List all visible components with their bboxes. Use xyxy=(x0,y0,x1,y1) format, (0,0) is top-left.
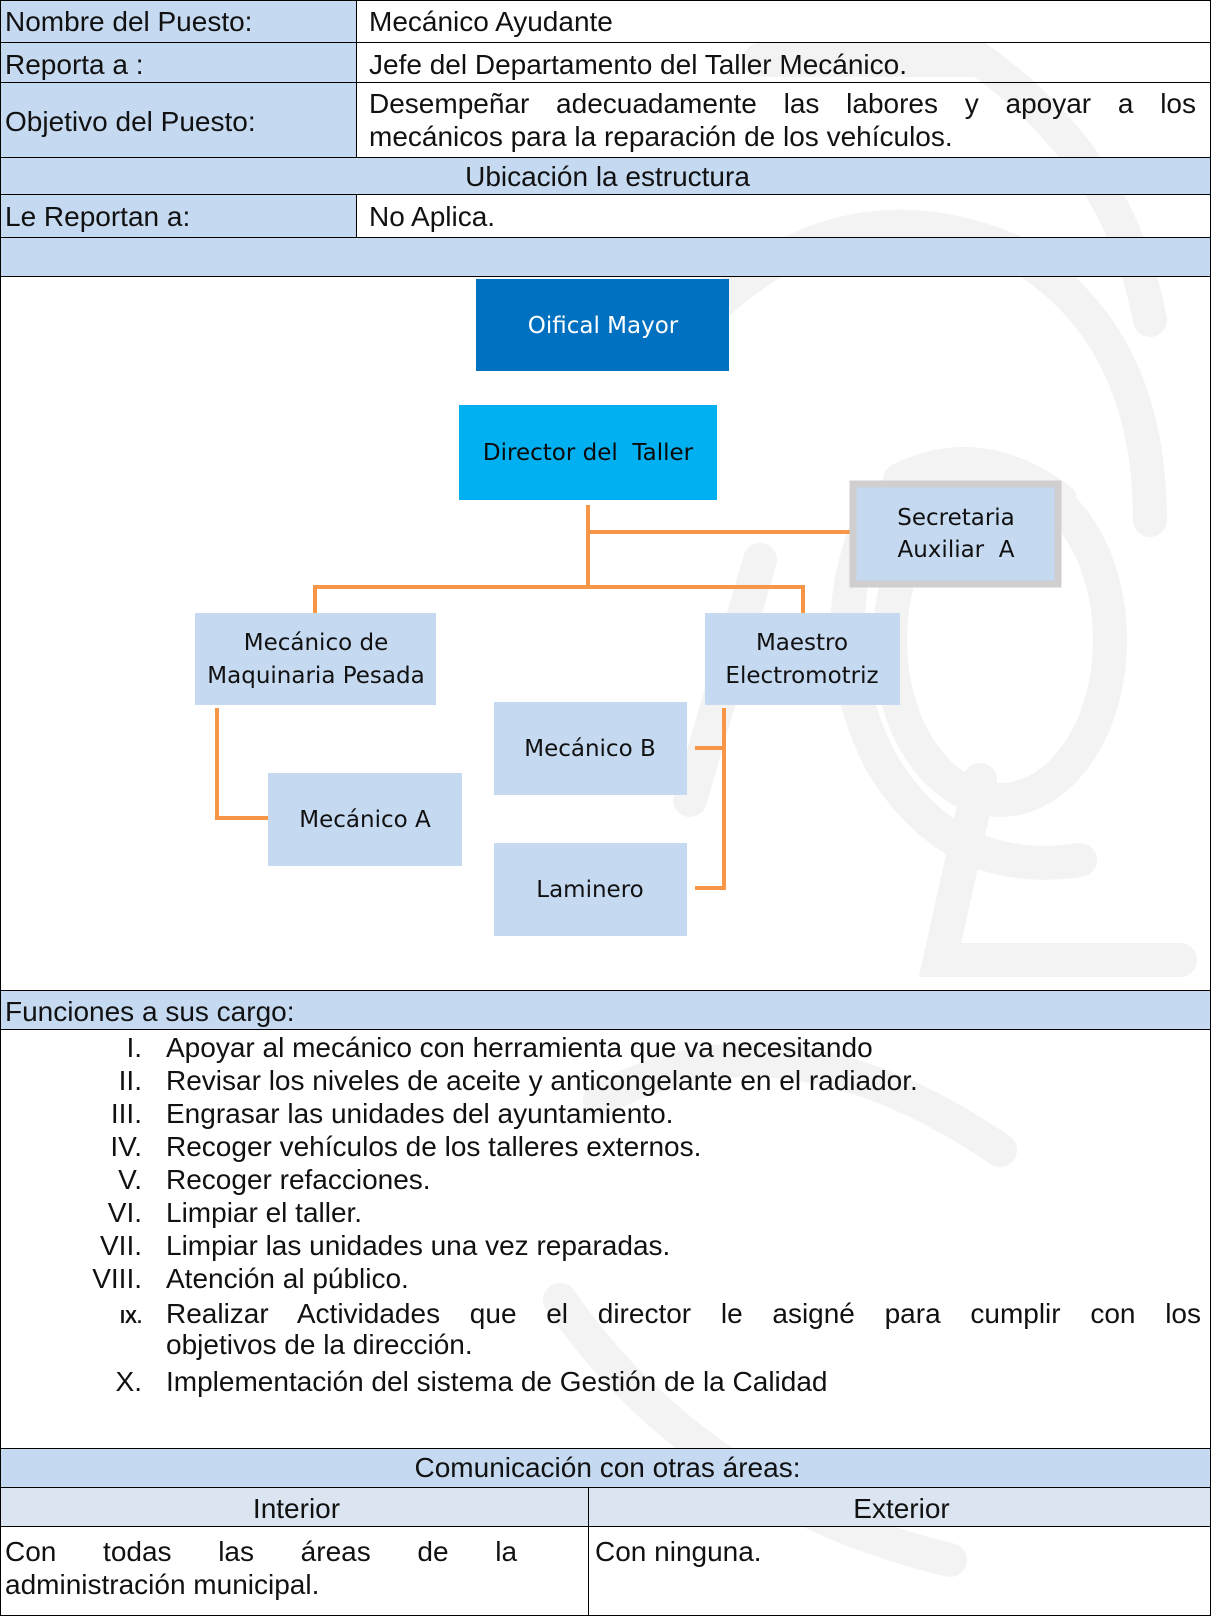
exterior-value: Con ninguna. xyxy=(588,1526,1211,1616)
function-item: IX. Realizar Actividades que el director… xyxy=(0,1298,1211,1364)
function-text-line-1: Realizar Actividades que el director le … xyxy=(166,1298,1201,1329)
interior-line-2: administración municipal. xyxy=(5,1569,320,1600)
function-number: VIII. xyxy=(92,1263,142,1294)
function-text: Limpiar las unidades una vez reparadas. xyxy=(166,1230,671,1261)
functions-list: I. Apoyar al mecánico con herramienta qu… xyxy=(0,1020,1211,1440)
function-text: Revisar los niveles de aceite y anticong… xyxy=(166,1065,918,1096)
function-text: Apoyar al mecánico con herramienta que v… xyxy=(166,1032,873,1063)
function-number: IX. xyxy=(119,1307,142,1327)
reported-by-value: No Aplica. xyxy=(356,194,1211,238)
job-title-label: Nombre del Puesto: xyxy=(0,0,357,43)
function-text-line-2: objetivos de la dirección. xyxy=(166,1329,473,1360)
function-number: IV. xyxy=(110,1131,142,1162)
exterior-label: Exterior xyxy=(588,1487,1211,1527)
reports-to-label: Reporta a : xyxy=(0,42,357,83)
org-chart-frame xyxy=(0,276,1211,991)
reported-by-label: Le Reportan a: xyxy=(0,194,357,238)
function-text: Limpiar el taller. xyxy=(166,1197,363,1228)
job-title-value: Mecánico Ayudante xyxy=(356,0,1211,43)
function-number: X. xyxy=(115,1366,142,1397)
functions-header: Funciones a sus cargo: xyxy=(0,990,1211,1030)
function-number: II. xyxy=(118,1065,142,1096)
function-number: III. xyxy=(110,1098,142,1129)
objective-value: Desempeñar adecuadamente las labores y a… xyxy=(356,82,1211,158)
reports-to-value: Jefe del Departamento del Taller Mecánic… xyxy=(356,42,1211,83)
function-text: Realizar Actividades que el director le … xyxy=(166,1298,1201,1360)
function-number: V. xyxy=(118,1164,142,1195)
interior-value: Con todas las áreas de la administración… xyxy=(0,1526,589,1616)
function-text: Implementación del sistema de Gestión de… xyxy=(166,1366,828,1397)
interior-label: Interior xyxy=(0,1487,589,1527)
communication-header: Comunicación con otras áreas: xyxy=(0,1448,1211,1488)
function-number: VII. xyxy=(99,1230,142,1261)
function-text: Recoger refacciones. xyxy=(166,1164,431,1195)
function-text: Atención al público. xyxy=(166,1263,409,1294)
objective-label: Objetivo del Puesto: xyxy=(0,82,357,158)
interior-line-1: Con todas las áreas de la xyxy=(5,1536,518,1567)
function-text: Recoger vehículos de los talleres extern… xyxy=(166,1131,702,1162)
function-text: Engrasar las unidades del ayuntamiento. xyxy=(166,1098,674,1129)
blank-band xyxy=(0,237,1211,277)
structure-header: Ubicación la estructura xyxy=(0,157,1211,195)
objective-line-2: mecánicos para la reparación de los vehí… xyxy=(369,121,953,152)
function-number: I. xyxy=(126,1032,142,1063)
function-number: VI. xyxy=(107,1197,142,1228)
objective-line-1: Desempeñar adecuadamente las labores y a… xyxy=(369,88,1196,119)
